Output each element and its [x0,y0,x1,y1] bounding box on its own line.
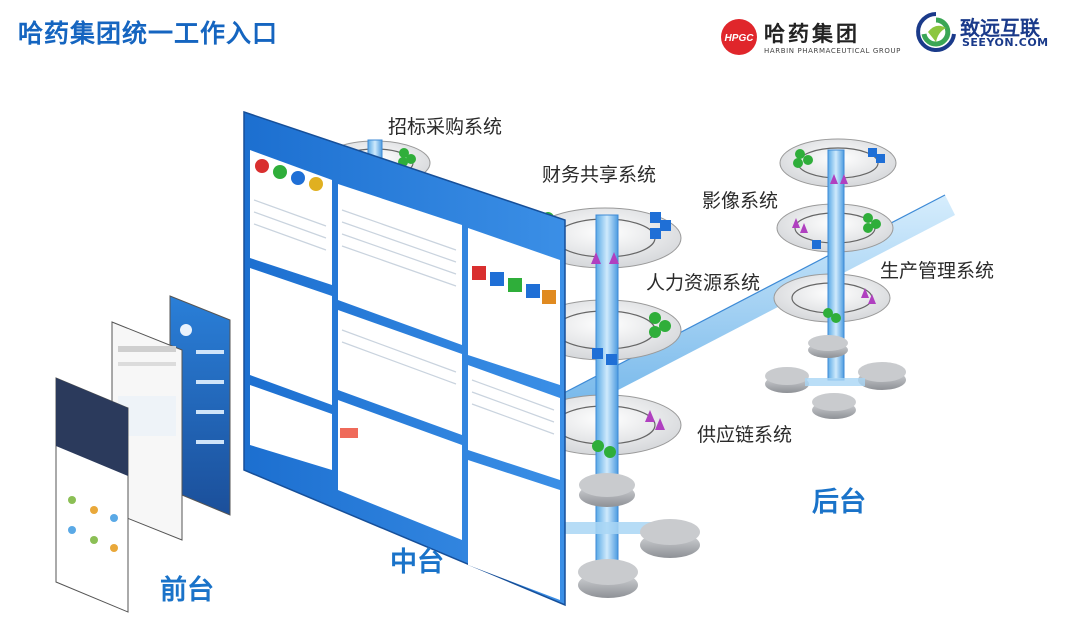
tier-label-front: 前台 [160,575,214,606]
tower-right [765,138,906,419]
portal-screen [243,110,566,607]
hpgc-logo: HPGC 哈药集团 HARBIN PHARMACEUTICAL GROUP [720,14,900,58]
seeyon-logo-subtitle: SEEYON.COM [962,36,1049,49]
system-label-production: 生产管理系统 [880,260,995,282]
seeyon-logo-mark [916,12,956,52]
system-label-supply: 供应链系统 [697,424,793,446]
system-label-bidding: 招标采购系统 [388,116,503,138]
system-label-finance: 财务共享系统 [542,164,657,186]
system-label-hr: 人力资源系统 [646,272,761,294]
hpgc-logo-subtitle: HARBIN PHARMACEUTICAL GROUP [764,47,902,55]
seeyon-logo-name: 致远互联 [960,16,1040,40]
hpgc-badge-text: HPGC [725,33,755,44]
system-label-imaging: 影像系统 [702,190,779,212]
hpgc-logo-mark: HPGC [721,19,757,55]
tier-label-middle: 中台 [390,547,444,578]
tier-label-back: 后台 [812,487,866,518]
seeyon-logo: 致远互联 SEEYON.COM [914,8,1074,58]
tower-center [528,207,700,598]
page-title: 哈药集团统一工作入口 [18,19,279,48]
mobile-phones [55,295,231,613]
hpgc-logo-name: 哈药集团 [764,22,860,46]
